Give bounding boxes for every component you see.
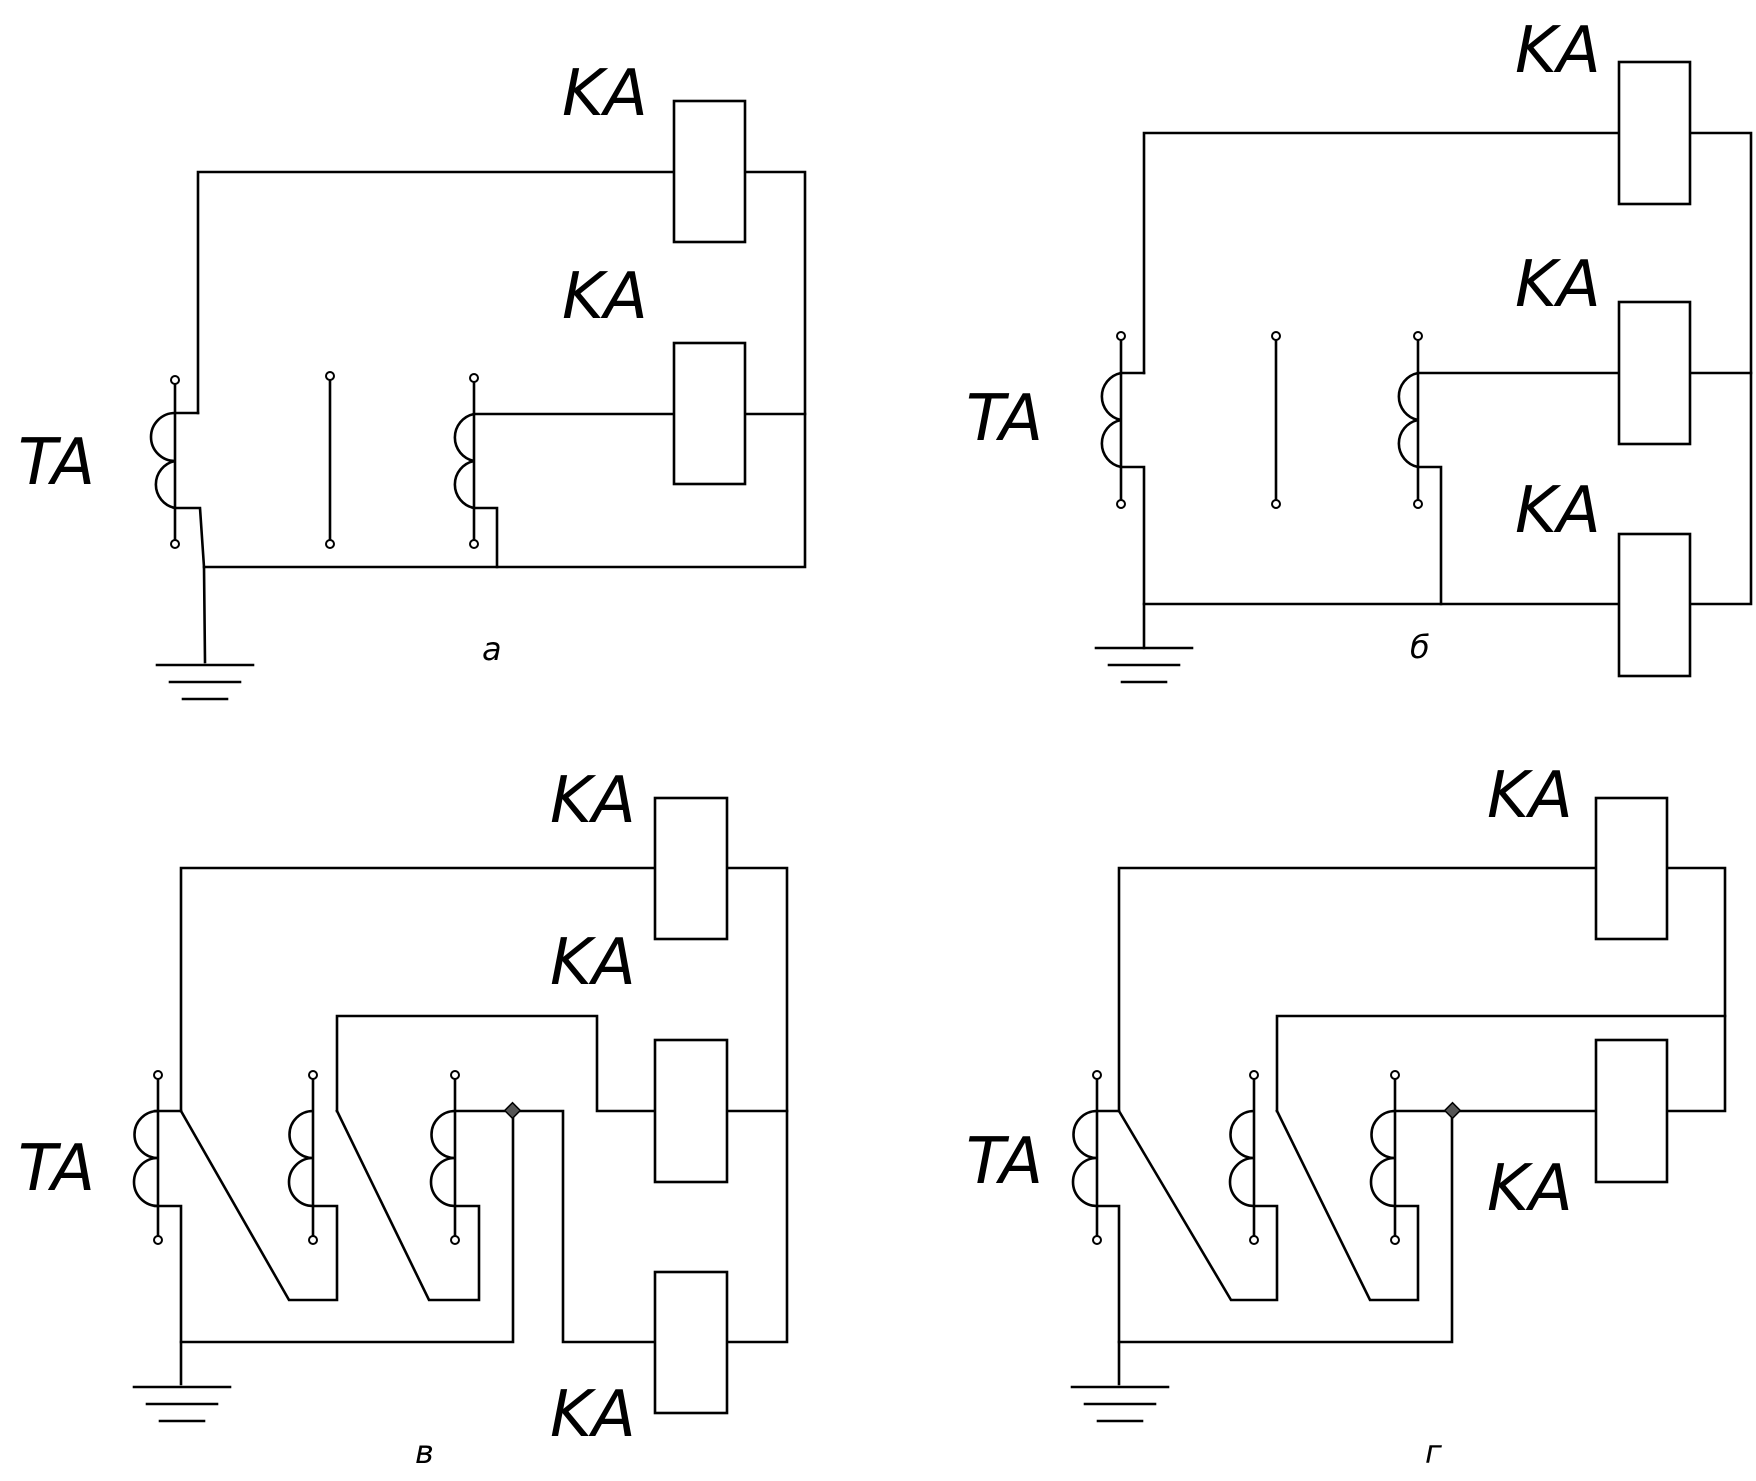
wire [335,1109,481,1302]
relay-coil [1617,532,1692,678]
panel-caption: г [1425,1433,1442,1471]
transformer-winding [429,1070,460,1245]
transformer-winding [453,373,479,549]
wire [725,866,789,1344]
wire [153,1204,183,1386]
wire [1142,131,1621,375]
wire [511,1109,657,1344]
relay-coil [1594,796,1669,941]
wire [196,170,676,415]
wire [1688,131,1753,606]
relay-label: KA [1515,248,1601,322]
panel-b: KA KA KA TA б [966,14,1753,684]
transformer-winding [132,1070,163,1245]
ground-symbol [155,663,255,701]
wire [335,1014,657,1113]
relay-label: KA [562,260,648,334]
relay-coil [653,796,729,941]
wire [1665,866,1727,1113]
wire [202,170,807,569]
wire [1117,1109,1454,1344]
relay-label: KA [1515,474,1601,548]
wire [1275,1014,1727,1113]
relay-label: KA [550,764,636,838]
wire [1416,465,1443,606]
transformer-winding [287,1070,318,1245]
relay-coil [653,1038,729,1184]
transformer-winding [1071,1070,1102,1245]
relay-label: KA [1515,14,1601,88]
relay-coil [672,99,747,244]
relay-coil [1594,1038,1669,1184]
transformer-label: TA [18,426,95,500]
ground-symbol [1094,646,1194,684]
relay-label: KA [550,926,636,1000]
transformer-label: TA [966,382,1043,456]
transformer-winding [149,375,180,549]
wire [179,1109,515,1344]
wire [173,506,207,664]
transformer-winding [1228,1070,1259,1245]
relay-coil [672,341,747,486]
ground-symbol [1070,1385,1170,1423]
wire [179,1109,339,1302]
transformer-secondary-lead [1271,331,1281,509]
panel-a: KA KA TA а [18,57,807,701]
relay-label: KA [550,1378,636,1452]
panel-c: KA KA KA TA в [18,764,789,1471]
relay-label: KA [562,57,648,131]
relay-coil [1617,60,1692,206]
junction-node [1443,1101,1462,1120]
relay-coil [1617,300,1692,446]
ground-symbol [132,1385,232,1423]
transformer-winding [1397,331,1423,509]
relay-label: KA [1487,759,1573,833]
transformer-winding [1100,331,1126,509]
panel-caption: а [482,630,502,668]
wire [1117,866,1598,1113]
wire [1117,1109,1279,1302]
wire [1275,1109,1420,1302]
panel-caption: в [415,1433,434,1471]
transformer-winding [1369,1070,1400,1245]
relay-coil [653,1270,729,1415]
wire [1119,465,1146,650]
relay-label: KA [1487,1152,1573,1226]
wire [472,506,499,569]
transformer-label: TA [18,1132,95,1206]
junction-node [503,1101,522,1120]
panel-caption: б [1410,628,1430,666]
wire [1095,1204,1121,1386]
transformer-label: TA [966,1125,1043,1199]
transformer-secondary-lead [325,371,335,549]
panel-d: KA KA TA г [966,759,1727,1471]
wire [179,866,657,1113]
